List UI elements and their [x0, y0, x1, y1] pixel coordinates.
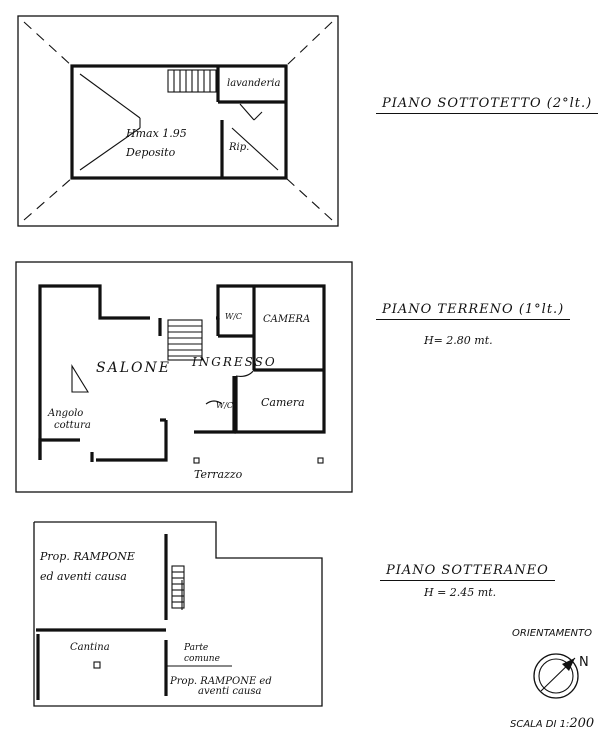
compass-icon: N [533, 653, 589, 699]
scale-prefix: SCALA DI 1: [510, 719, 570, 730]
prop-rampone-bottom-line1: Prop. RAMPONE ed [169, 676, 272, 687]
scale-value: 200 [569, 716, 595, 731]
room-deposito-height: Hmax 1.95 [125, 127, 187, 140]
room-lavanderia: lavanderia [227, 78, 281, 89]
room-wc-top: W/C [225, 312, 242, 321]
room-camera-bottom: Camera [261, 396, 305, 409]
attic-walls [70, 64, 288, 180]
basement-frame [33, 521, 323, 707]
orientation-label: ORIENTAMENTO [512, 628, 593, 639]
room-camera-top: CAMERA [263, 314, 310, 325]
ground-floor-frame [15, 261, 353, 493]
plan-terreno: W/C CAMERA SALONE INGRESSO W/C Camera An… [15, 261, 353, 493]
room-cantina: Cantina [70, 642, 110, 653]
title-piano-terreno: PIANO TERRENO (1°lt.) [376, 302, 571, 320]
height-piano-sotteraneo: H = 2.45 mt. [424, 586, 497, 599]
north-label: N [579, 655, 589, 670]
room-ingresso: INGRESSO [191, 355, 277, 369]
terrazzo-label: Terrazzo [194, 468, 243, 481]
room-deposito: Deposito [125, 146, 176, 159]
room-salone: SALONE [96, 360, 171, 376]
title-piano-sottotetto: PIANO SOTTOTETTO (2°lt.) [376, 96, 599, 114]
basement-staircase [171, 565, 185, 609]
prop-rampone-top-line2: ed aventi causa [40, 570, 127, 583]
prop-rampone-bottom-line2: aventi causa [198, 686, 262, 697]
fireplace-symbol [71, 364, 89, 393]
prop-rampone-top-line1: Prop. RAMPONE [39, 550, 135, 563]
plan-sottotetto: lavanderia Hmax 1.95 Deposito Rip. [17, 15, 339, 227]
plan-sotteraneo: Prop. RAMPONE ed aventi causa Cantina Pa… [33, 521, 323, 707]
ground-staircase [167, 319, 203, 361]
parte-comune-line2: comune [184, 654, 220, 664]
room-wc-bottom: W/C [216, 401, 233, 410]
height-piano-terreno: H= 2.80 mt. [424, 334, 493, 347]
attic-staircase [167, 69, 217, 93]
room-ripostiglio: Rip. [228, 142, 249, 153]
room-angolo-cottura-line2: cottura [54, 420, 91, 431]
pillar-marker [93, 661, 101, 669]
parte-comune-line1: Parte [183, 643, 208, 653]
scale-label: SCALA DI 1:200 [510, 716, 594, 731]
title-piano-sotteraneo: PIANO SOTTERANEO [380, 563, 555, 581]
room-angolo-cottura-line1: Angolo [47, 408, 83, 419]
roof-outline [17, 15, 339, 227]
